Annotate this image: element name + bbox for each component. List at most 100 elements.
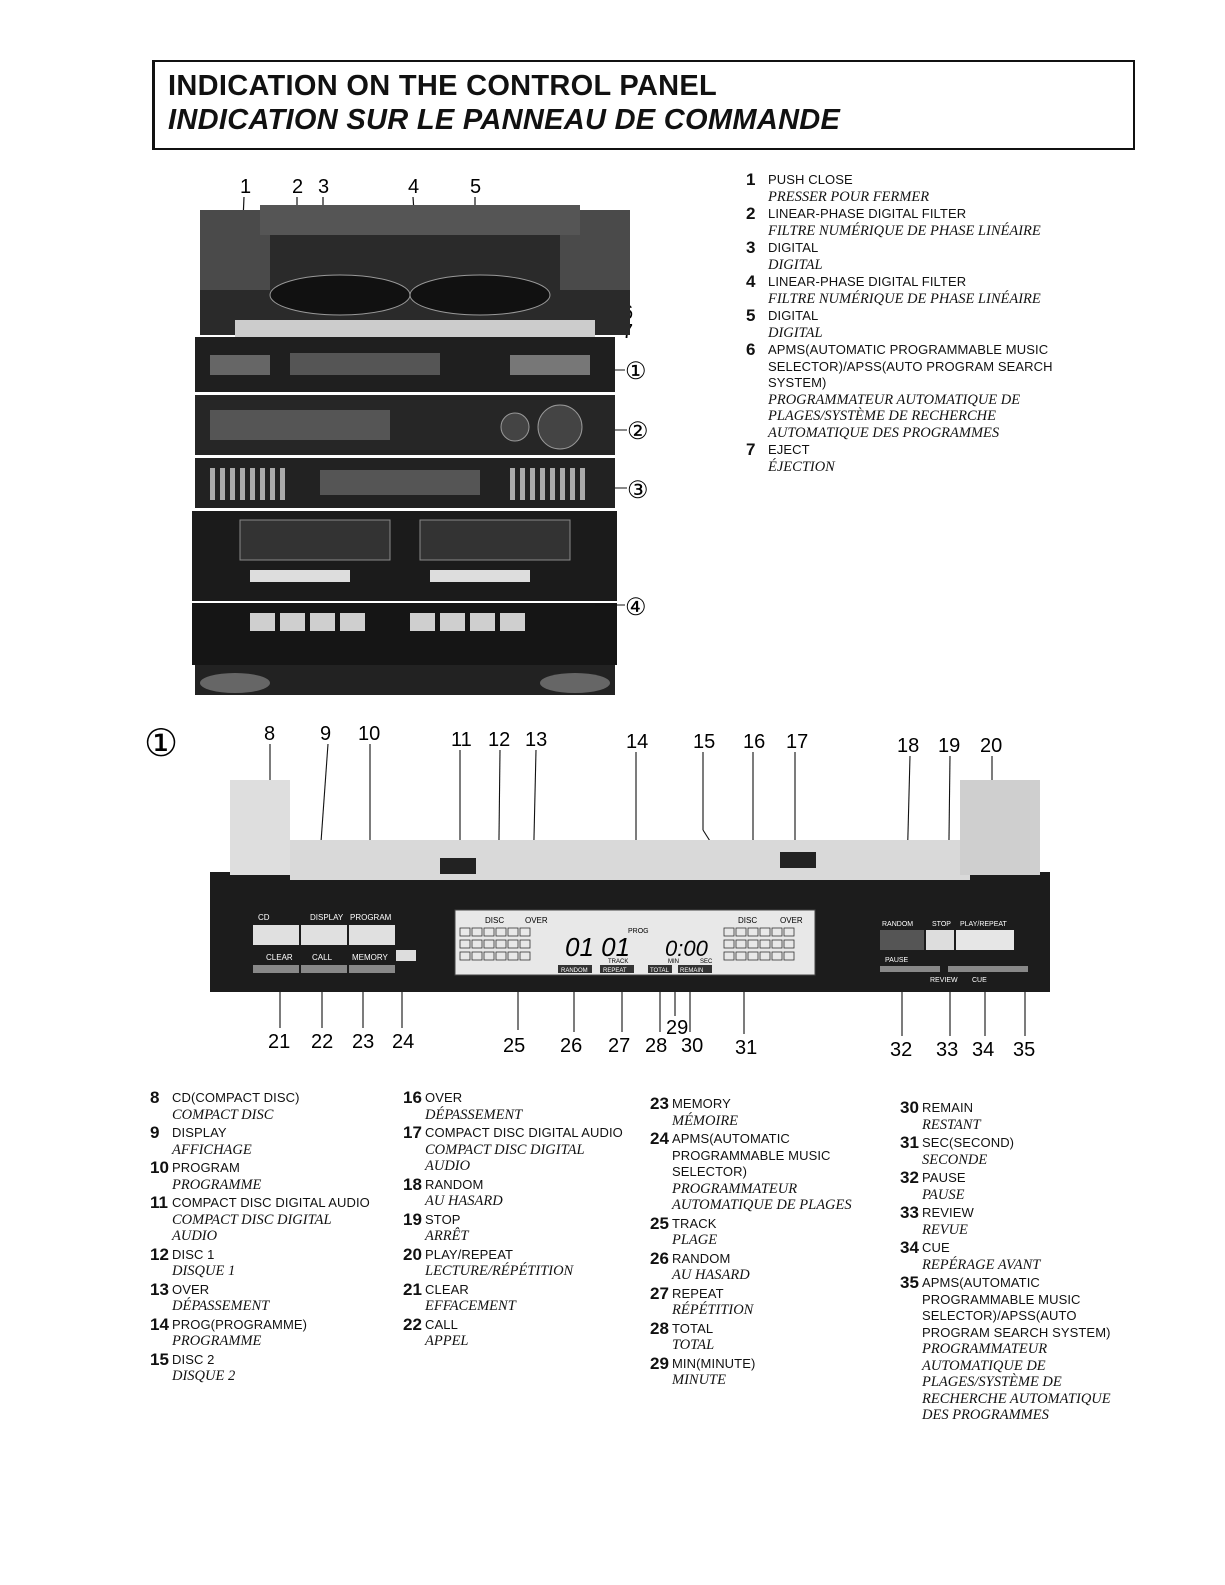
callout-17: 17 bbox=[786, 731, 808, 753]
time-display: 0:00 bbox=[665, 936, 709, 961]
disc-label-2: DISC bbox=[738, 916, 757, 925]
callout-34: 34 bbox=[972, 1039, 994, 1061]
callout-11: 11 bbox=[451, 729, 472, 751]
panel-section-marker: ① bbox=[144, 723, 178, 765]
callout-23: 23 bbox=[352, 1031, 374, 1053]
section-marker-1: ① bbox=[625, 358, 647, 385]
section-marker-4: ④ bbox=[625, 594, 647, 621]
callout-5: 5 bbox=[470, 176, 481, 198]
display-label: DISPLAY bbox=[310, 913, 344, 922]
callout-33: 33 bbox=[936, 1039, 958, 1061]
callout-31: 31 bbox=[735, 1037, 757, 1059]
prog-label: PROG bbox=[628, 928, 649, 935]
play-repeat-button[interactable] bbox=[956, 930, 1014, 950]
call-label: CALL bbox=[312, 953, 333, 962]
callout-28: 28 bbox=[645, 1035, 667, 1057]
callout-1: 1 bbox=[240, 176, 251, 198]
display-button[interactable] bbox=[301, 925, 347, 945]
clear-label: CLEAR bbox=[266, 953, 293, 962]
callout-25: 25 bbox=[503, 1035, 525, 1057]
callout-13: 13 bbox=[525, 729, 547, 751]
pause-label: PAUSE bbox=[885, 957, 909, 964]
page-title: INDICATION ON THE CONTROL PANEL bbox=[168, 70, 718, 102]
callout-3: 3 bbox=[318, 176, 329, 198]
callout-27: 27 bbox=[608, 1035, 630, 1057]
callout-10: 10 bbox=[358, 723, 380, 745]
cd-button[interactable] bbox=[253, 925, 299, 945]
play-repeat-label: PLAY/REPEAT bbox=[960, 921, 1008, 928]
stop-button[interactable] bbox=[926, 930, 954, 950]
callout-22: 22 bbox=[311, 1031, 333, 1053]
callout-9: 9 bbox=[320, 723, 331, 745]
callout-29: 29 bbox=[666, 1017, 688, 1039]
over-label-2: OVER bbox=[780, 916, 803, 925]
memory-label: MEMORY bbox=[352, 953, 389, 962]
remain-lcd-label: REMAIN bbox=[680, 968, 703, 974]
disc-label-1: DISC bbox=[485, 916, 504, 925]
callout-15: 15 bbox=[693, 731, 715, 753]
callout-35: 35 bbox=[1013, 1039, 1035, 1061]
apms-button[interactable] bbox=[948, 966, 1028, 972]
section-marker-3: ③ bbox=[627, 477, 649, 504]
stereo-system-diagram: 1 2 3 4 5 6 7 ① ② bbox=[192, 176, 649, 695]
callout-19: 19 bbox=[938, 735, 960, 757]
clear-button[interactable] bbox=[253, 965, 299, 973]
review-label: REVIEW bbox=[930, 977, 958, 984]
cd-control-panel-diagram: ① 8 9 10 11 12 13 14 15 16 17 18 19 20 2… bbox=[144, 723, 1050, 1061]
total-lcd-label: TOTAL bbox=[650, 968, 669, 974]
callout-20: 20 bbox=[980, 735, 1002, 757]
cue-label: CUE bbox=[972, 977, 987, 984]
title-frame bbox=[152, 60, 1135, 150]
random-button[interactable] bbox=[880, 930, 924, 950]
random-lcd-label: RANDOM bbox=[561, 968, 588, 974]
pause-button[interactable] bbox=[880, 966, 940, 972]
min-label: MIN bbox=[668, 959, 679, 965]
memory-button[interactable] bbox=[349, 965, 395, 973]
callout-8: 8 bbox=[264, 723, 275, 745]
callout-2: 2 bbox=[292, 176, 303, 198]
page-title-french: INDICATION SUR LE PANNEAU DE COMMANDE bbox=[168, 104, 841, 136]
callout-12: 12 bbox=[488, 729, 510, 751]
call-button[interactable] bbox=[301, 965, 347, 973]
callout-26: 26 bbox=[560, 1035, 582, 1057]
callout-4: 4 bbox=[408, 176, 419, 198]
callout-32: 32 bbox=[890, 1039, 912, 1061]
track-number-display: 01 01 bbox=[565, 932, 630, 962]
repeat-lcd-label: REPEAT bbox=[603, 968, 627, 974]
random-label: RANDOM bbox=[882, 921, 913, 928]
callout-30: 30 bbox=[681, 1035, 703, 1057]
program-button[interactable] bbox=[349, 925, 395, 945]
sec-label: SEC bbox=[700, 959, 713, 965]
stop-label: STOP bbox=[932, 921, 951, 928]
program-label: PROGRAM bbox=[350, 913, 392, 922]
callout-18: 18 bbox=[897, 735, 919, 757]
cd-label: CD bbox=[258, 913, 270, 922]
